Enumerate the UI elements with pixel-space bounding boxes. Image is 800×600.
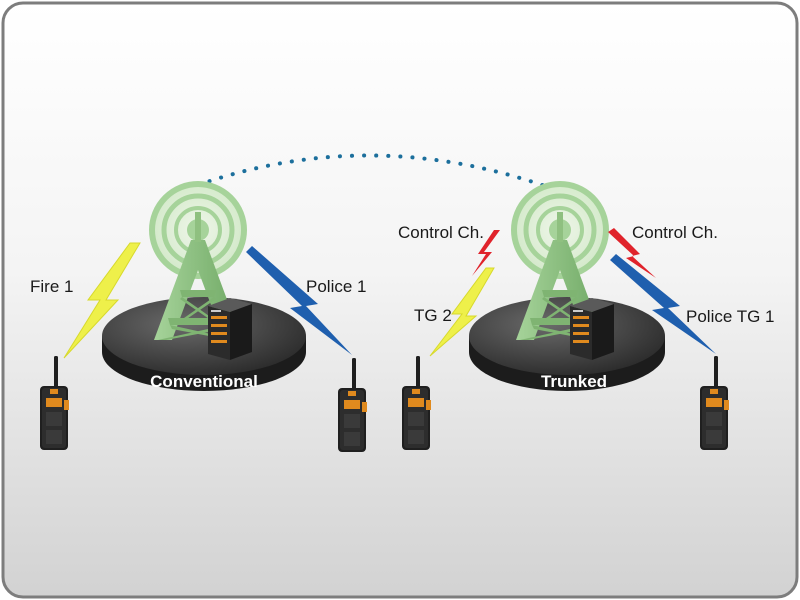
lightning-link-icon (246, 246, 352, 355)
fire-1-label: Fire 1 (30, 277, 73, 296)
tg-2-label: TG 2 (414, 306, 452, 325)
right-control-channel-label: Control Ch. (632, 223, 718, 242)
lightning-link-icon (472, 230, 500, 276)
server-icon (208, 298, 252, 360)
left-control-channel-label: Control Ch. (398, 223, 484, 242)
conventional-platform-label: Conventional (150, 372, 258, 391)
police-1-label: Police 1 (306, 277, 366, 296)
lightning-link-icon (63, 242, 141, 359)
tower-interconnect-link (196, 153, 550, 189)
trunked-site: Trunked Control Ch. TG 2 Control Ch. Pol… (398, 184, 775, 450)
trunked-platform-label: Trunked (541, 372, 607, 391)
trunked-platform (469, 297, 665, 391)
lightning-link-icon (608, 228, 656, 278)
conventional-platform (102, 297, 306, 391)
lightning-link-icon (429, 267, 495, 357)
lightning-link-icon (610, 254, 716, 354)
conventional-site: Conventional Fire 1 Police 1 (30, 184, 367, 452)
police-tg-1-label: Police TG 1 (686, 307, 775, 326)
server-icon (570, 298, 614, 360)
